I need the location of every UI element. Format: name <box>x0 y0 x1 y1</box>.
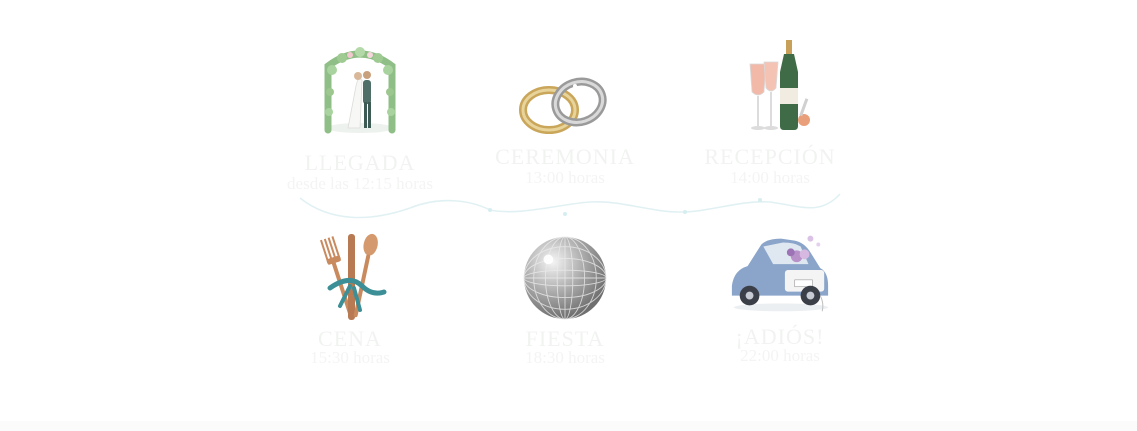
disco-ball-icon <box>523 236 607 320</box>
timeline-item-llegada: LLEGADA desde las 12:15 horas <box>250 40 470 193</box>
event-time: 14:00 horas <box>730 168 810 187</box>
timeline-item-cena: CENA 15:30 horas <box>240 228 460 378</box>
event-time: 18:30 horas <box>525 348 605 367</box>
wedding-couple-arch-icon <box>324 47 396 134</box>
event-title: FIESTA <box>525 326 605 351</box>
timeline-item-fiesta: FIESTA 18:30 horas <box>455 228 675 378</box>
event-title: CEREMONIA <box>495 144 635 169</box>
wedding-rings-icon <box>519 77 607 134</box>
champagne-glasses-icon <box>749 40 810 130</box>
timeline-item-recepcion: RECEPCIÓN 14:00 horas <box>660 40 880 190</box>
event-time: 22:00 horas <box>740 346 820 365</box>
event-title: ¡ADIÓS! <box>735 324 825 349</box>
page-bottom-strip <box>0 421 1137 431</box>
event-title: CENA <box>318 326 382 351</box>
wedding-car-icon <box>731 235 829 312</box>
event-title: LLEGADA <box>304 150 416 175</box>
timeline-connector-line <box>299 193 841 219</box>
timeline-item-adios: ¡ADIÓS! 22:00 horas <box>670 228 890 378</box>
event-title: RECEPCIÓN <box>704 144 836 169</box>
cutlery-icon <box>320 233 387 320</box>
timeline-item-ceremonia: CEREMONIA 13:00 horas <box>455 40 675 190</box>
event-time: 15:30 horas <box>310 348 390 367</box>
event-time: desde las 12:15 horas <box>287 174 433 193</box>
event-time: 13:00 horas <box>525 168 605 187</box>
